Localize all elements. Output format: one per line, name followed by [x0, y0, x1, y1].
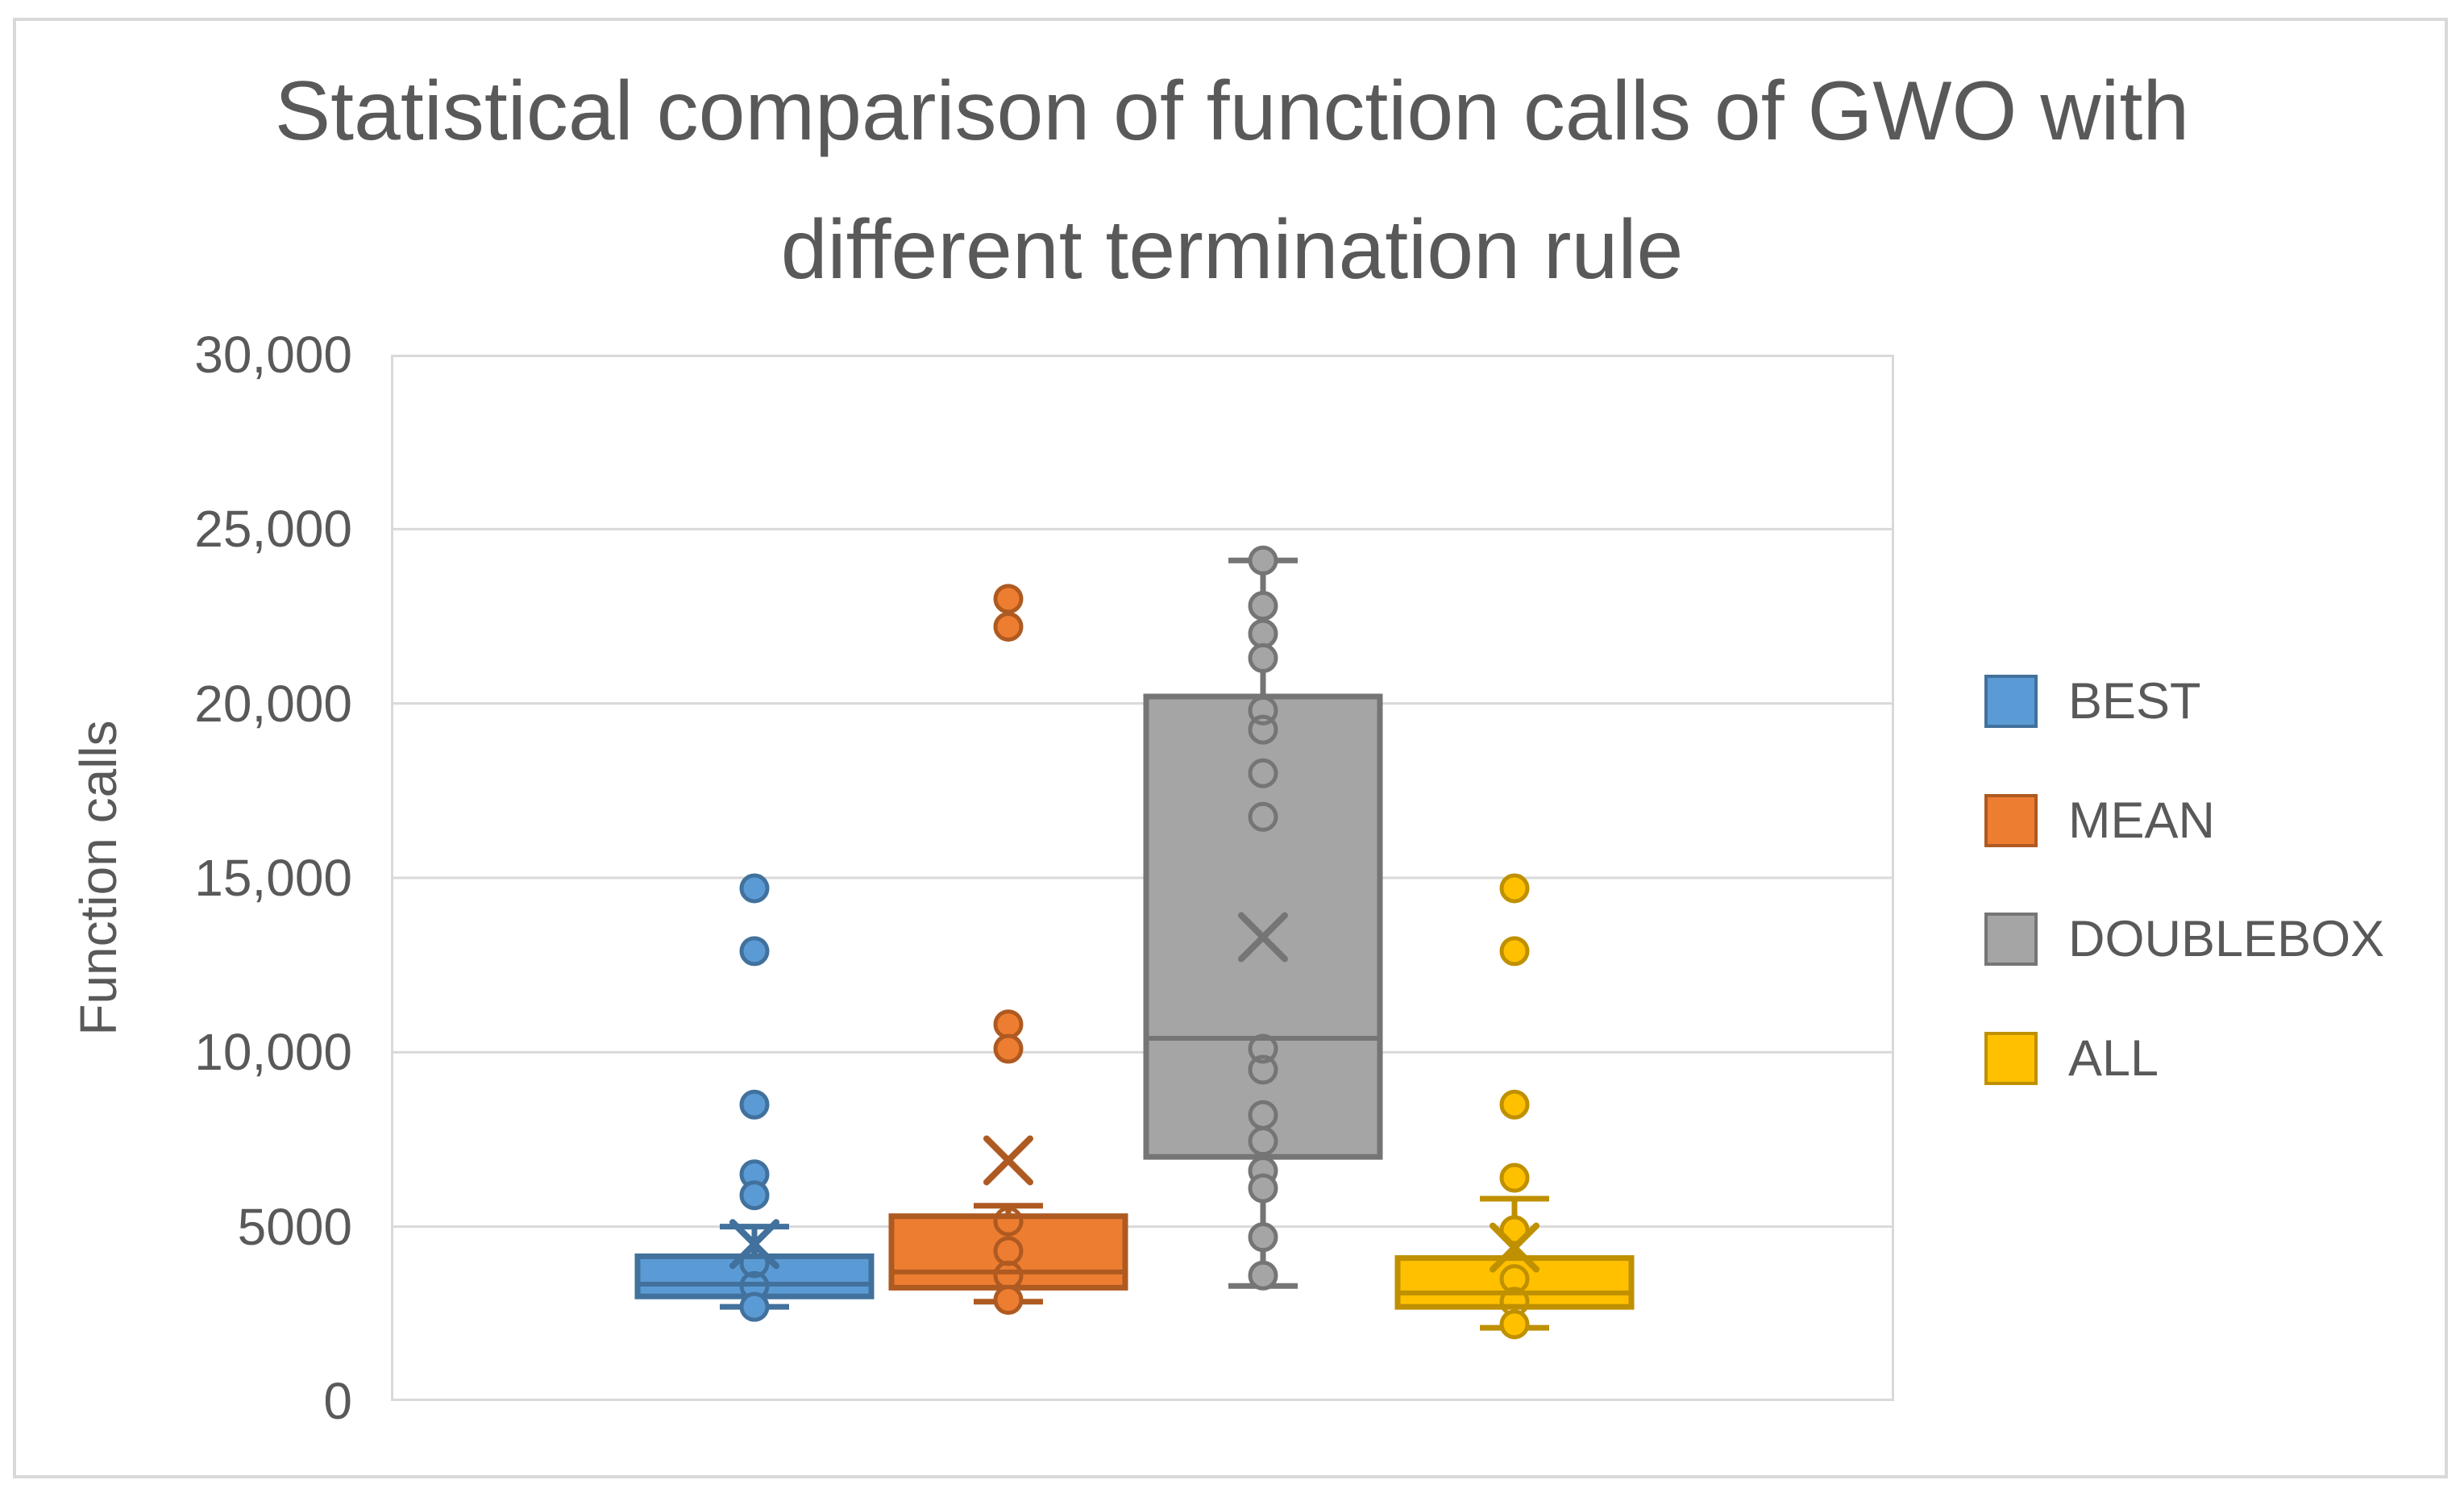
data-point: [1248, 1260, 1278, 1291]
box-series-mean[interactable]: [888, 584, 1128, 1316]
data-point: [739, 1089, 770, 1120]
data-point: [1499, 1162, 1530, 1193]
legend-swatch-best: [1984, 675, 2038, 728]
legend: BEST MEAN DOUBLEBOX ALL: [1984, 0, 2452, 1501]
box-series-all[interactable]: [1394, 873, 1635, 1340]
data-point: [739, 936, 770, 967]
y-tick-label: 25,000: [194, 500, 352, 559]
data-point: [1248, 1173, 1278, 1204]
y-tick-label: 5000: [237, 1197, 352, 1256]
chart-title-line-2: different termination rule: [780, 203, 1684, 297]
y-tick-label: 0: [323, 1372, 352, 1430]
legend-swatch-mean: [1984, 793, 2038, 847]
data-point: [1248, 1054, 1278, 1085]
legend-swatch-all: [1984, 1031, 2038, 1085]
data-point: [739, 873, 770, 904]
chart-title-line-1: Statistical comparison of function calls…: [274, 64, 2190, 158]
data-point: [1248, 801, 1278, 832]
data-point: [1248, 758, 1278, 788]
data-point: [993, 1009, 1024, 1040]
data-point: [1248, 1033, 1278, 1064]
data-point: [1499, 1089, 1530, 1120]
legend-label: DOUBLEBOX: [2068, 911, 2385, 967]
data-point: [1248, 714, 1278, 745]
legend-swatch-doublebox: [1984, 913, 2038, 966]
data-point: [1248, 1126, 1278, 1157]
data-point: [1248, 695, 1278, 726]
data-point: [1248, 642, 1278, 673]
data-point: [993, 1285, 1024, 1316]
y-tick-label: 15,000: [194, 849, 352, 907]
data-point: [993, 584, 1024, 614]
data-point: [1499, 1309, 1530, 1340]
legend-item-all[interactable]: ALL: [1984, 1031, 2159, 1086]
data-point: [1499, 936, 1530, 967]
data-point: [1248, 545, 1278, 576]
legend-item-doublebox[interactable]: DOUBLEBOX: [1984, 912, 2384, 967]
data-point: [1248, 618, 1278, 649]
legend-label: BEST: [2068, 673, 2201, 730]
box: [1143, 693, 1383, 1160]
y-tick-label: 10,000: [194, 1023, 352, 1082]
mean-x-marker: [729, 1219, 779, 1270]
data-point: [993, 1206, 1024, 1237]
y-tick-label: 20,000: [194, 674, 352, 733]
chart-title: Statistical comparison of function calls…: [0, 42, 2464, 319]
legend-item-best[interactable]: BEST: [1984, 674, 2201, 729]
data-point: [1499, 873, 1530, 904]
box-series-best[interactable]: [634, 873, 875, 1322]
data-point: [993, 611, 1024, 642]
data-point: [739, 1180, 770, 1211]
mean-x-marker: [1490, 1222, 1539, 1273]
legend-label: MEAN: [2068, 792, 2216, 849]
data-point: [993, 1033, 1024, 1064]
legend-label: ALL: [2068, 1029, 2159, 1087]
mean-x-marker: [983, 1135, 1033, 1186]
mean-x-marker: [1238, 912, 1288, 963]
data-point: [1248, 591, 1278, 622]
plot-area: [391, 355, 1894, 1401]
box-series-doublebox[interactable]: [1143, 545, 1383, 1291]
plot-border: [391, 355, 1894, 1401]
data-point: [1499, 1264, 1530, 1295]
data-point: [739, 1291, 770, 1322]
data-point: [739, 1248, 770, 1279]
data-point: [1248, 1222, 1278, 1253]
box: [888, 1213, 1128, 1291]
box: [1394, 1255, 1635, 1310]
y-tick-label: 30,000: [194, 326, 352, 384]
legend-item-mean[interactable]: MEAN: [1984, 793, 2215, 848]
